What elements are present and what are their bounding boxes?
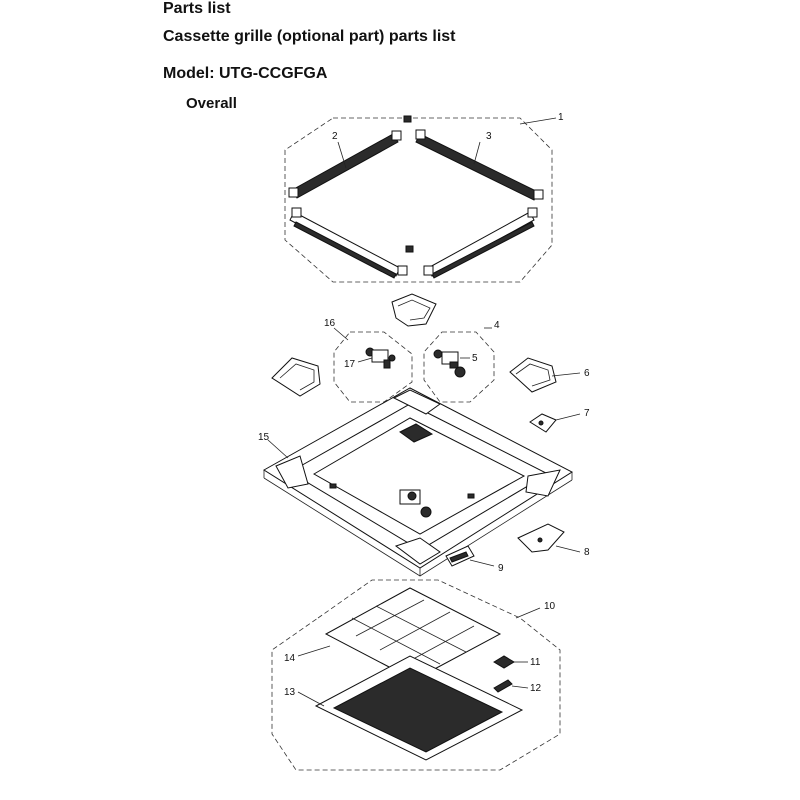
- part-8-cover: [517, 523, 565, 553]
- part-12-latch: [493, 679, 513, 693]
- part-13-grille: [314, 655, 524, 761]
- model-label: Model: UTG-CCGFGA: [163, 65, 328, 82]
- parts-list-subtitle: Cassette grille (optional part) parts li…: [163, 28, 456, 45]
- lower-right-bar: [423, 207, 538, 279]
- part-17-motor: [365, 347, 396, 369]
- callout-7: 7: [584, 408, 590, 419]
- page-title: Parts list: [163, 0, 231, 17]
- callout-2: 2: [332, 131, 338, 142]
- part-9-clip: [445, 545, 475, 567]
- callout-9: 9: [498, 563, 504, 574]
- part-3-bar: [415, 129, 544, 201]
- callout-10: 10: [544, 601, 556, 612]
- part-5-motor: [433, 349, 466, 378]
- callout-17: 17: [344, 359, 356, 370]
- callout-1: 1: [558, 112, 564, 123]
- part-7-bracket: [529, 413, 557, 433]
- callout-11: 11: [530, 657, 541, 668]
- callout-4: 4: [494, 320, 500, 331]
- callout-8: 8: [584, 547, 590, 558]
- part-11-latch: [493, 655, 515, 669]
- callout-14: 14: [284, 653, 296, 664]
- callout-6: 6: [584, 368, 590, 379]
- corner-piece-left: [271, 357, 321, 397]
- callout-16: 16: [324, 318, 336, 329]
- callout-labels: 1 2 3 4 5 6 7 8 9 10 11 12 13 14 15 16 1: [258, 112, 590, 707]
- callout-13: 13: [284, 687, 296, 698]
- part-15-grille-frame: [263, 387, 574, 577]
- part-14-filter: [324, 587, 502, 681]
- part-6-corner-piece: [509, 357, 557, 393]
- part-10-intake-grille-group: [271, 579, 561, 771]
- part-16-motor-group: [333, 331, 413, 403]
- callout-12: 12: [530, 683, 542, 694]
- corner-piece-top: [391, 293, 437, 327]
- lower-left-bar: [289, 207, 408, 279]
- part-4-motor-group: [423, 331, 495, 403]
- section-label: Overall: [186, 95, 237, 112]
- callout-5: 5: [472, 353, 478, 364]
- frame-motor: [399, 489, 432, 518]
- callout-15: 15: [258, 432, 270, 443]
- callout-3: 3: [486, 131, 492, 142]
- corner-cover-group: [284, 115, 553, 283]
